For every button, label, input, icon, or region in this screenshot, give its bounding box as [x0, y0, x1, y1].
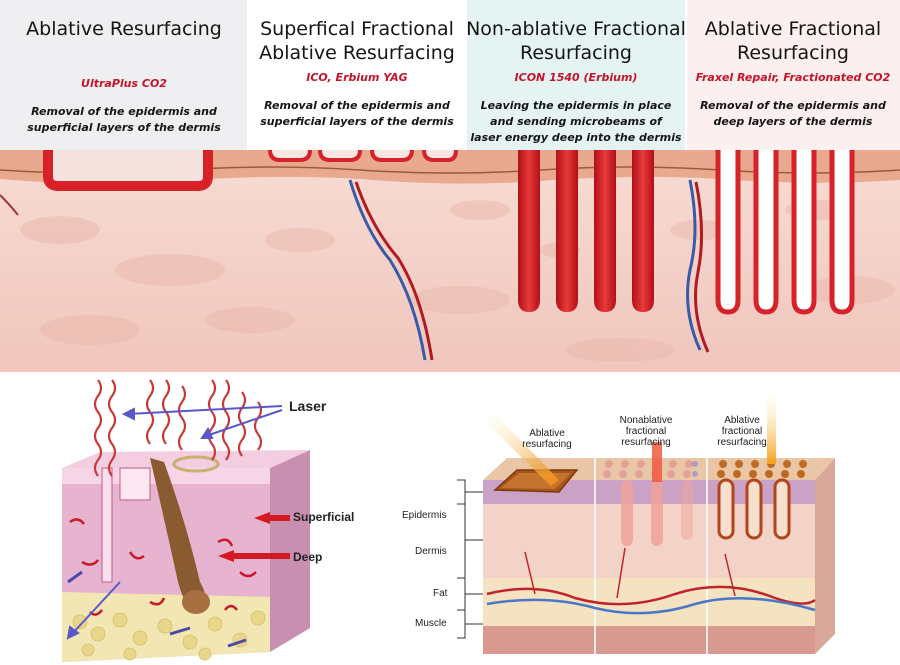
- blood-vessels: [0, 179, 710, 361]
- col1-bg: [0, 0, 248, 150]
- fat-cells: [72, 610, 266, 661]
- vessels: [486, 547, 816, 615]
- ablative-microcolumns: [717, 478, 791, 540]
- nonablative-dots-blue: [692, 461, 698, 477]
- col-nonablative-fractional: Non-ablative Fractional Resurfacing ICON…: [466, 0, 686, 150]
- col-device: UltraPlus CO2: [81, 77, 167, 90]
- col-description: Leaving the epidermis in place and sendi…: [470, 99, 682, 144]
- col-description: Removal of the epidermis and deep layers…: [700, 99, 886, 128]
- layer-label-epidermis: Epidermis: [402, 510, 447, 521]
- label-nonablative-fractional: Nonablative fractional resurfacing: [619, 415, 673, 448]
- laser-label: Laser: [289, 398, 327, 414]
- superficial-channels: [268, 149, 458, 162]
- layer-brackets: [457, 479, 483, 639]
- skin-layers-diagram: [457, 390, 835, 654]
- superficial-cut: [119, 467, 151, 501]
- top-skin-cross-section: [0, 0, 900, 372]
- col-title: Ablative Fractional Resurfacing: [704, 18, 882, 64]
- col-superficial-fractional: Superfical Fractional Ablative Resurfaci…: [248, 0, 466, 150]
- col4-bg: [686, 0, 900, 150]
- col-device: Fraxel Repair, Fractionated CO2: [695, 71, 891, 84]
- nonablative-columns: [518, 150, 654, 312]
- block-side: [815, 458, 835, 654]
- col-description: Removal of the epidermis and superficial…: [27, 105, 221, 134]
- dermis-vessels-blue: [67, 570, 247, 648]
- skin-block-diagram: [62, 379, 310, 662]
- layer-label-fat: Fat: [433, 588, 448, 599]
- block-muscle: [483, 626, 815, 654]
- ablative-beam: [483, 414, 559, 486]
- col-ablative-fractional: Ablative Fractional Resurfacing Fraxel R…: [686, 0, 900, 150]
- layer-label-muscle: Muscle: [415, 618, 447, 629]
- col-description: Removal of the epidermis and superficial…: [260, 99, 454, 128]
- laser-arrows: [66, 405, 283, 640]
- depth-arrows: [218, 512, 290, 562]
- col-title: Ablative Resurfacing: [26, 18, 222, 40]
- column-dividers: [247, 0, 687, 150]
- section-dividers: [594, 458, 708, 654]
- col-ablative-resurfacing: Ablative Resurfacing UltraPlus CO2 Remov…: [0, 0, 248, 150]
- ablative-fractional-columns: [715, 150, 855, 315]
- fractional-ring: [172, 455, 220, 473]
- col-title: Superfical Fractional Ablative Resurfaci…: [259, 18, 455, 64]
- dermis-vessels: [69, 518, 257, 616]
- layer-label-dermis: Dermis: [415, 546, 447, 557]
- superficial-label: Superficial: [293, 510, 355, 524]
- label-ablative-fractional: Ablative fractional resurfacing: [717, 415, 767, 448]
- deep-channel: [101, 467, 113, 583]
- deep-label: Deep: [293, 550, 323, 564]
- nonablative-microcolumns: [621, 480, 693, 546]
- hair-bulb: [182, 590, 210, 614]
- epidermis-band: [0, 150, 900, 184]
- col-device: ICON 1540 (Erbium): [514, 71, 638, 84]
- col3-bg: [466, 0, 686, 150]
- col-device: ICO, Erbium YAG: [306, 71, 408, 84]
- block-side-face: [270, 450, 310, 652]
- block-dermis: [483, 504, 815, 578]
- ablative-removed-area: [43, 150, 213, 191]
- col2-bg: [248, 0, 466, 150]
- hair-follicle: [150, 458, 206, 611]
- label-ablative-resurfacing: Ablative resurfacing: [522, 428, 572, 450]
- ablative-fractional-beam: [767, 390, 776, 464]
- col-title: Non-ablative Fractional Resurfacing: [466, 18, 686, 64]
- nonablative-beam: [652, 442, 662, 482]
